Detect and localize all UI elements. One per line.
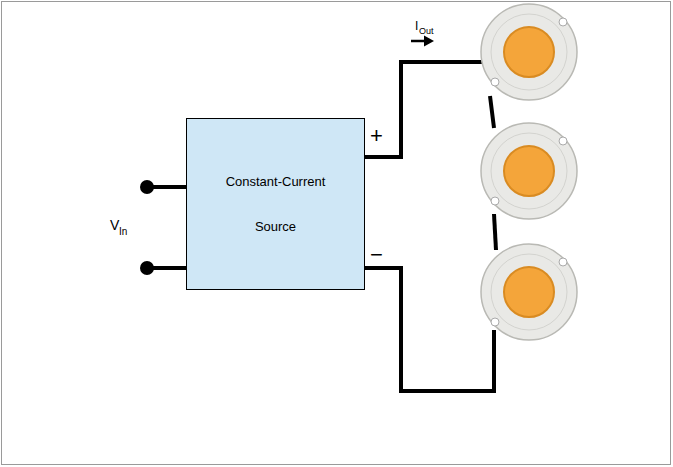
led-link-wire xyxy=(494,214,496,250)
cob-led xyxy=(481,123,577,219)
polarity-sign: − xyxy=(370,244,383,266)
signal-name: I xyxy=(415,20,418,32)
current-arrow xyxy=(411,36,434,47)
output-wire xyxy=(365,268,494,391)
cob-led xyxy=(481,244,577,340)
led-link-wire xyxy=(490,96,494,128)
cob-led xyxy=(481,4,577,100)
signal-name: Out xyxy=(419,27,434,36)
box-text: Constant-Current Source xyxy=(216,159,336,249)
wires xyxy=(150,62,496,391)
led-modules xyxy=(481,4,577,340)
output-wire xyxy=(365,62,486,157)
signal-name: In xyxy=(119,227,127,237)
input-wire xyxy=(150,185,186,189)
terminal-dot xyxy=(140,261,154,275)
process-box: Constant-Current Source xyxy=(186,118,365,290)
input-wire xyxy=(150,266,186,270)
polarity-sign: + xyxy=(370,125,383,147)
signal-name: V xyxy=(110,218,119,232)
terminal-dot xyxy=(140,180,154,194)
